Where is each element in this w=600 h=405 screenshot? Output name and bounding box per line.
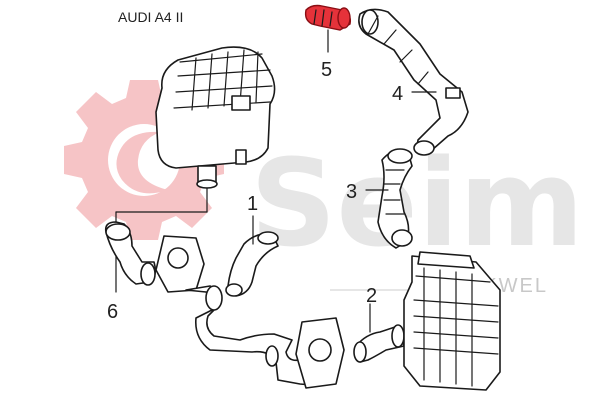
reservoir-outlet-hose: [104, 221, 157, 286]
intake-pipe-upper: [358, 8, 469, 156]
callout-4: 4: [392, 83, 403, 105]
intercooler: [403, 251, 501, 391]
lower-pipe-assembly: [155, 235, 345, 389]
callout-6: 6: [107, 301, 118, 323]
callout-3: 3: [346, 181, 357, 203]
callout-1: 1: [247, 193, 258, 215]
expansion-reservoir: [155, 46, 276, 189]
intercooler-hose-lower: [353, 324, 405, 363]
callout-5: 5: [321, 59, 332, 81]
callout-2: 2: [366, 285, 377, 307]
page-title: AUDI A4 II: [118, 9, 184, 25]
highlighted-hose: [304, 4, 352, 31]
intercooler-hose-left: [225, 231, 279, 297]
brand-watermark: Seim: [250, 135, 584, 274]
intake-hose-middle: [377, 148, 413, 249]
